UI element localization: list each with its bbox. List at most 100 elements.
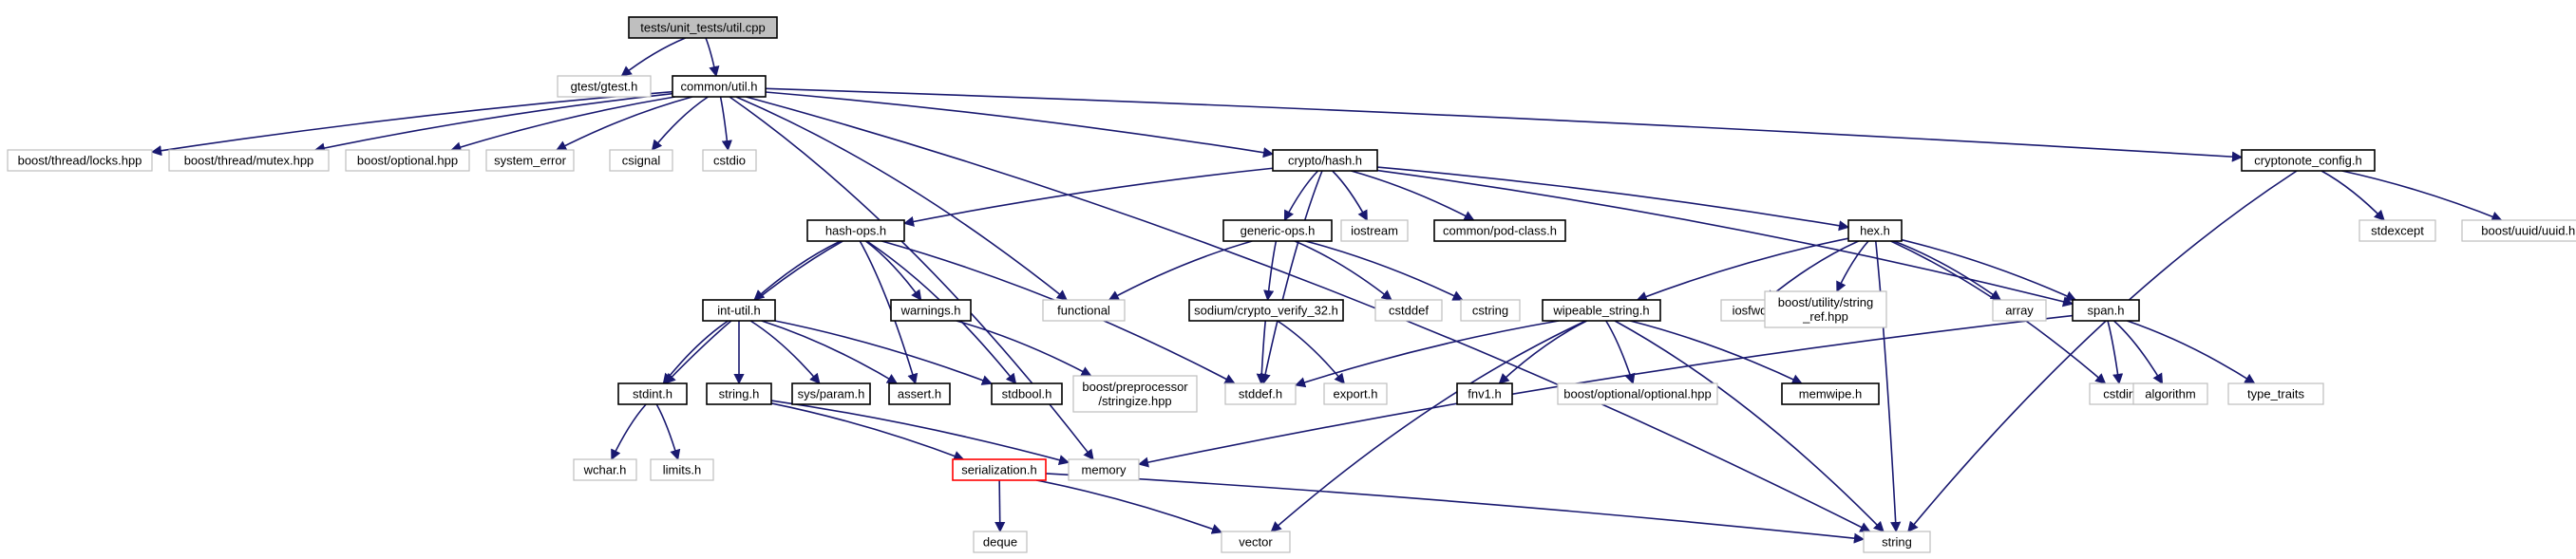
node-box (1042, 299, 1126, 322)
edge-hash-to-iostream (1332, 170, 1368, 221)
node-type_traits: type_traits (2227, 382, 2324, 405)
node-label: boost/uuid/uuid.hpp (2481, 224, 2576, 238)
edge-stringh-to-memory (770, 400, 1070, 466)
node-gtest: gtest/gtest.h (557, 75, 652, 98)
edge-span-to-cstdint (2107, 320, 2124, 385)
node-cryptonote_config[interactable]: cryptonote_config.h (2241, 149, 2376, 172)
node-optional: boost/optional.hpp (345, 149, 470, 172)
edge-hash-to-hex (1376, 166, 1850, 232)
node-label: boost/thread/locks.hpp (18, 154, 142, 168)
node-asserth[interactable]: assert.h (888, 382, 951, 405)
node-label: csignal (622, 154, 661, 168)
node-box (702, 149, 757, 172)
node-label: _ref.hpp (1802, 309, 1848, 324)
node-box (2227, 382, 2324, 405)
node-box (1433, 219, 1566, 242)
edge-util-to-string (746, 96, 1871, 532)
node-box (2358, 219, 2436, 242)
node-label: /stringize.hpp (1098, 394, 1171, 408)
node-box (1222, 219, 1333, 242)
node-box (991, 382, 1063, 405)
node-label: sys/param.h (798, 387, 865, 401)
node-label: hash-ops.h (825, 224, 886, 238)
node-box (1072, 375, 1198, 413)
node-algorithm: algorithm (2132, 382, 2208, 405)
node-stringize: boost/preprocessor/stringize.hpp (1072, 375, 1198, 413)
node-label: tests/unit_tests/util.cpp (640, 21, 766, 35)
edge-wipeable-to-stddef (1294, 320, 1560, 388)
node-stdint[interactable]: stdint.h (617, 382, 688, 405)
node-label: warnings.h (900, 304, 961, 318)
node-label: stddef.h (1239, 387, 1282, 401)
edge-util-to-mutex (313, 92, 673, 154)
node-sodium[interactable]: sodium/crypto_verify_32.h (1188, 299, 1344, 322)
node-cstdio: cstdio (702, 149, 757, 172)
edge-wipeable-to-boostopt2 (1605, 320, 1636, 385)
node-warnings[interactable]: warnings.h (890, 299, 972, 322)
node-label: cstdint (2103, 387, 2139, 401)
node-podclass[interactable]: common/pod-class.h (1433, 219, 1566, 242)
node-label: common/pod-class.h (1443, 224, 1557, 238)
node-label: wchar.h (583, 463, 627, 477)
node-box (1221, 531, 1291, 553)
node-box (485, 149, 575, 172)
edge-hash-to-stddef (1260, 170, 1323, 385)
edge-hash-to-span (1376, 169, 2074, 307)
node-memwipe[interactable]: memwipe.h (1781, 382, 1880, 405)
edge-hex-to-wipeable (1636, 237, 1849, 302)
node-label: string (1882, 535, 1912, 550)
edge-warnings-to-stringize (956, 320, 1092, 377)
node-hash[interactable]: crypto/hash.h (1272, 149, 1378, 172)
edge-stdint-to-wchar (611, 403, 647, 461)
node-box (1460, 299, 1521, 322)
node-label: iostream (1351, 224, 1398, 238)
node-label: string.h (719, 387, 760, 401)
node-span[interactable]: span.h (2072, 299, 2140, 322)
edge-genericops-to-cstring (1305, 240, 1464, 301)
node-label: cstddef (1389, 304, 1429, 318)
node-genericops[interactable]: generic-ops.h (1222, 219, 1333, 242)
node-label: common/util.h (681, 80, 758, 94)
edge-sodium-to-export (1277, 320, 1345, 384)
node-label: boost/utility/string (1778, 295, 1873, 309)
edge-util-to-locks (150, 90, 673, 157)
node-hex[interactable]: hex.h (1847, 219, 1903, 242)
edge-root-to-util (705, 37, 720, 78)
edge-hex-to-stringref (1836, 240, 1869, 293)
node-box (888, 382, 951, 405)
node-root[interactable]: tests/unit_tests/util.cpp (628, 16, 778, 39)
node-label: iosfwd (1733, 304, 1768, 318)
edge-wipeable-to-string (1614, 320, 1885, 532)
node-box (1542, 299, 1661, 322)
node-label: gtest/gtest.h (571, 80, 638, 94)
edge-hash-to-hashops (902, 167, 1274, 227)
node-system_error: system_error (485, 149, 575, 172)
node-sysparam[interactable]: sys/param.h (791, 382, 871, 405)
edge-cryptonote_config-to-uuid (2341, 170, 2503, 222)
node-box (1557, 382, 1718, 405)
edge-span-to-memory (1137, 314, 2074, 468)
node-box (609, 149, 673, 172)
node-label: generic-ops.h (1241, 224, 1316, 238)
node-util[interactable]: common/util.h (672, 75, 767, 98)
node-label: algorithm (2145, 387, 2195, 401)
nodes-layer: tests/unit_tests/util.cpp gtest/gtest.h co… (7, 16, 2576, 553)
node-stringh[interactable]: string.h (706, 382, 772, 405)
node-label: memwipe.h (1799, 387, 1862, 401)
edge-hashops-to-asserth (859, 240, 919, 385)
edge-span-to-algorithm (2112, 320, 2164, 384)
node-memory: memory (1068, 458, 1140, 481)
node-wipeable[interactable]: wipeable_string.h (1542, 299, 1661, 322)
node-box (628, 16, 778, 39)
node-stdbool[interactable]: stdbool.h (991, 382, 1063, 405)
node-box (1992, 299, 2047, 322)
node-intutil[interactable]: int-util.h (702, 299, 776, 322)
edges-layer (150, 37, 2503, 544)
edge-util-to-csignal (651, 96, 709, 151)
node-fnv1[interactable]: fnv1.h (1456, 382, 1513, 405)
node-box (2072, 299, 2140, 322)
edge-util-to-cryptonote_config (765, 87, 2244, 162)
node-box (1374, 299, 1443, 322)
node-hashops[interactable]: hash-ops.h (806, 219, 905, 242)
